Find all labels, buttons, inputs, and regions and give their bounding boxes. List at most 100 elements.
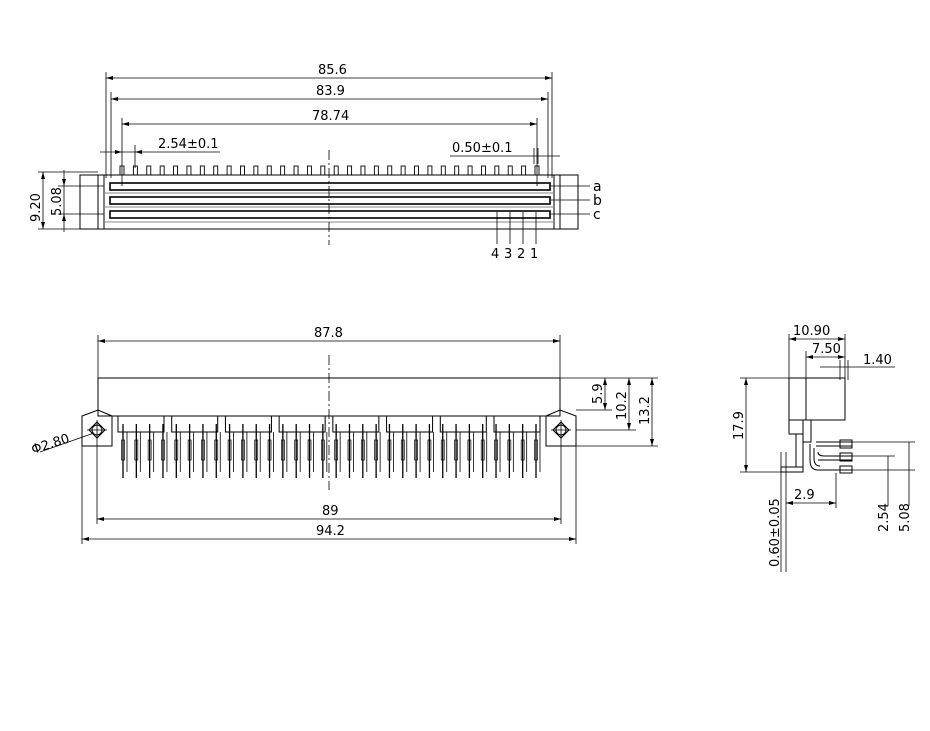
top-view: 85.6 83.9 78.74 2.54±0.1 <box>29 63 602 262</box>
front-pin <box>520 424 528 478</box>
front-segment <box>332 415 380 433</box>
dim-pitch: 2.54±0.1 <box>100 137 220 168</box>
front-pin <box>467 424 474 478</box>
front-pin <box>174 424 181 478</box>
dim-pin-span-label: 78.74 <box>312 109 349 124</box>
front-segment <box>493 415 541 433</box>
dim-overall-length: 85.6 <box>105 63 553 178</box>
dim-height-label: 9.20 <box>29 193 44 222</box>
front-pin <box>294 424 301 478</box>
top-pin-tip <box>494 165 500 176</box>
front-pin <box>281 424 288 478</box>
flange-left <box>81 409 113 447</box>
row-a-strip <box>109 182 551 191</box>
side-view: 10.90 7.50 1.40 <box>732 324 915 572</box>
front-pin <box>147 424 155 478</box>
dim-pin-width: 0.50±0.1 <box>450 141 560 164</box>
pin-number-3: 3 <box>504 247 512 262</box>
top-pin-tip <box>199 165 205 176</box>
dim-side-height: 17.9 <box>732 377 789 473</box>
dim-front-overall-label: 94.2 <box>316 524 345 539</box>
front-pins <box>121 424 541 478</box>
front-pin <box>254 424 261 478</box>
front-segment <box>224 415 272 433</box>
top-pin-tip <box>454 165 460 176</box>
dim-side-tail-label: 2.9 <box>794 488 815 503</box>
top-pin-tip <box>280 165 286 176</box>
pin-numbers: 4 3 2 1 <box>491 212 538 262</box>
dim-hole-span-label: 89 <box>322 504 339 519</box>
flange-right <box>545 409 577 447</box>
front-pin <box>374 424 381 478</box>
dim-a-label: 5.9 <box>591 383 606 404</box>
front-segment <box>386 415 434 433</box>
front-pin <box>427 424 434 478</box>
dim-side-inner-label: 7.50 <box>812 342 841 357</box>
side-body <box>780 377 846 473</box>
top-pin-tip <box>414 165 419 176</box>
top-pin-tip <box>306 165 312 176</box>
dim-hole-span: 89 <box>96 440 562 524</box>
dim-side-height-label: 17.9 <box>732 411 747 440</box>
dim-body-length-label: 83.9 <box>316 84 345 99</box>
front-pin <box>214 424 221 478</box>
front-pin <box>440 424 448 478</box>
top-pin-tip <box>360 165 366 176</box>
top-pin-tip <box>521 165 527 176</box>
front-segments <box>117 415 541 433</box>
pin-number-2: 2 <box>517 247 525 262</box>
top-pin-tip <box>387 165 393 176</box>
dim-side-tail: 2.9 <box>786 473 837 508</box>
front-pin <box>334 424 341 478</box>
top-pin-tip <box>507 165 513 176</box>
mount-hole-right <box>551 420 571 440</box>
front-pin <box>454 424 461 478</box>
front-pin <box>187 424 195 478</box>
dim-side-width: 10.90 <box>788 324 846 378</box>
top-pin-tip <box>333 165 339 176</box>
dim-hole-diameter: Φ2.80 <box>30 431 95 458</box>
dim-pitch-label: 2.54±0.1 <box>158 137 219 152</box>
dim-side-inner: 7.50 <box>805 342 845 380</box>
top-pin-tip <box>467 165 473 176</box>
top-pin-tip <box>226 165 232 176</box>
top-pin-tip <box>173 165 178 176</box>
dim-pitch-b-label: 5.08 <box>898 503 913 532</box>
front-pin <box>121 424 128 478</box>
row-label-a: a <box>593 179 602 195</box>
dim-side-width-label: 10.90 <box>793 324 830 339</box>
front-pin <box>414 424 421 478</box>
front-pin <box>480 424 488 478</box>
dim-row-pitch-label: 5.08 <box>50 187 65 216</box>
row-labels: a b c <box>550 179 602 223</box>
top-pin-tip <box>253 165 259 176</box>
top-pin-tip <box>481 165 486 176</box>
row-label-c: c <box>593 207 601 223</box>
front-pin <box>201 424 208 478</box>
row-label-b: b <box>593 193 602 209</box>
row-b-strip <box>109 196 551 205</box>
front-pin <box>494 424 501 478</box>
top-pin-tip <box>146 165 152 176</box>
front-pin <box>507 424 514 478</box>
dim-overall-length-label: 85.6 <box>318 63 347 78</box>
front-pin <box>400 424 408 478</box>
top-pin-tip <box>347 165 353 176</box>
top-pin-tip <box>534 165 540 176</box>
dim-front-overall: 94.2 <box>81 446 577 544</box>
top-pin-tip <box>293 165 299 176</box>
top-pin-tip <box>186 165 192 176</box>
pin-number-4: 4 <box>491 247 499 262</box>
top-end-left <box>79 174 99 230</box>
dim-pitch-a-label: 2.54 <box>877 503 892 532</box>
dim-side-pitch: 2.54 5.08 <box>852 441 915 532</box>
dim-side-thickness-label: 0.60±0.05 <box>768 498 783 567</box>
front-pin <box>134 424 141 478</box>
front-segment <box>171 415 219 433</box>
front-segment <box>439 415 487 433</box>
top-pin-tips <box>119 165 540 176</box>
row-c-strip <box>109 210 551 219</box>
front-pin <box>360 424 368 478</box>
mount-hole-left <box>87 420 107 440</box>
